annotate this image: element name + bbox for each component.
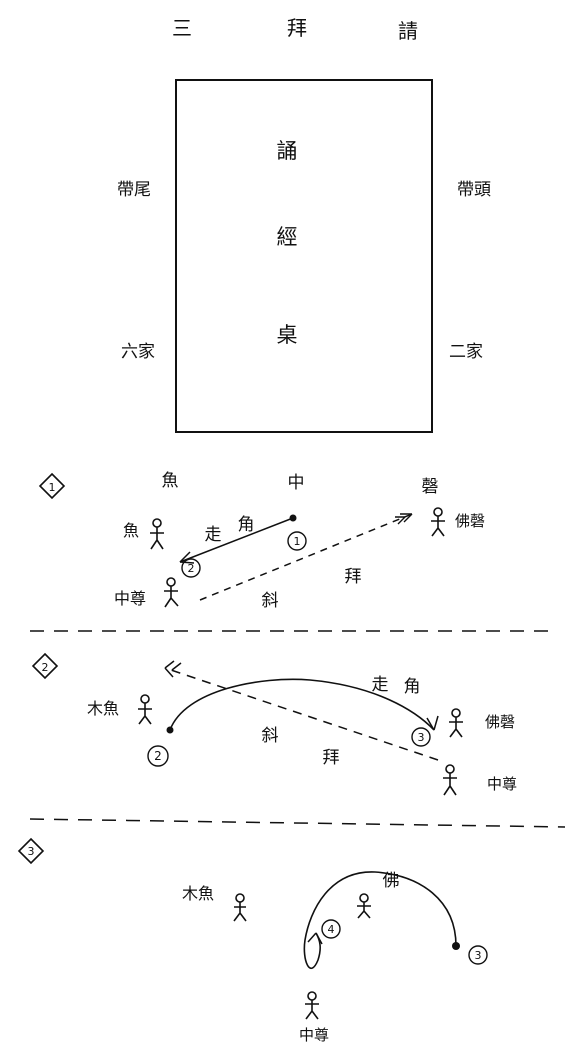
step3-start-dot	[452, 942, 460, 950]
svg-text:2: 2	[42, 661, 49, 674]
step2-zhongzun-figure	[443, 764, 457, 796]
step1-point-2: 2	[181, 558, 201, 578]
step3-point-4: 4	[321, 919, 341, 939]
step2-point-3: 3	[411, 727, 431, 747]
step1-bell-label: 磬	[422, 477, 439, 497]
step3-walk-arc	[303, 871, 457, 969]
step1-bell-person-label: 佛磬	[455, 512, 485, 530]
title-char-1: 三	[172, 16, 192, 40]
step1-fish-label: 魚	[162, 471, 179, 491]
step2-bow-label: 拜	[323, 748, 340, 768]
table-label-char-2: 經	[277, 225, 298, 249]
svg-text:2: 2	[154, 749, 162, 763]
svg-text:1: 1	[294, 535, 301, 548]
step2-walk-arrowhead	[426, 715, 439, 731]
step1-diagonal-bow-arrow	[199, 513, 413, 601]
step2-muyu-label: 木魚	[87, 699, 119, 718]
step1-muyu-person-figure	[150, 518, 164, 550]
step1-muyu-person-label: 魚	[123, 521, 139, 540]
step2-point-2: 2	[147, 745, 169, 767]
step2-walk-arc	[169, 678, 435, 731]
sutra-table	[175, 79, 433, 433]
step2-diagonal-bow-arrow	[164, 667, 439, 761]
svg-text:3: 3	[28, 845, 35, 858]
step2-bell-person-label: 佛磬	[485, 713, 515, 731]
label-left-bottom: 六家	[121, 342, 155, 362]
step-3-marker: 3	[17, 837, 45, 865]
step3-walk-arrowhead	[307, 932, 323, 945]
step3-buddha-label: 佛	[383, 871, 400, 891]
step1-zhongzun-label: 中尊	[114, 589, 146, 608]
label-right-top: 帶頭	[457, 180, 491, 200]
svg-text:2: 2	[188, 562, 195, 575]
step1-walk-arrow	[179, 517, 294, 563]
step2-muyu-figure	[138, 694, 152, 725]
svg-text:4: 4	[328, 923, 335, 936]
step1-walk-arrowhead	[179, 551, 195, 564]
title-char-2: 拜	[287, 16, 307, 40]
table-label-char-1: 誦	[277, 139, 298, 163]
step3-point-3: 3	[468, 945, 488, 965]
label-right-bottom: 二家	[449, 342, 483, 362]
step3-buddha-figure	[357, 893, 371, 919]
step1-walk-label-2: 角	[238, 515, 255, 535]
step1-walk-label: 走	[205, 525, 222, 545]
step1-center-label: 中	[288, 473, 305, 493]
step2-walk-label: 走	[372, 675, 389, 695]
step1-zhongzun-figure	[164, 577, 179, 608]
step-1-marker: 1	[38, 472, 66, 500]
step2-zhongzun-label: 中尊	[487, 775, 517, 793]
step3-zhongzun-figure	[305, 991, 319, 1020]
section-divider-2	[29, 818, 566, 828]
step2-bell-person-figure	[449, 708, 463, 738]
step1-diagonal-arrowhead	[395, 513, 413, 525]
step2-walk-label-2: 角	[404, 677, 421, 697]
title-char-3: 請	[398, 19, 418, 43]
svg-text:1: 1	[49, 481, 56, 494]
step3-muyu-figure	[233, 893, 247, 922]
step2-diagonal-arrowhead	[164, 660, 182, 678]
step1-point-1: 1	[287, 531, 307, 551]
step1-bow-label: 拜	[345, 567, 362, 587]
step1-diag-label: 斜	[262, 591, 279, 611]
step2-diag-label: 斜	[262, 726, 279, 746]
label-left-top: 帶尾	[117, 180, 151, 200]
step3-muyu-label: 木魚	[182, 884, 214, 903]
step1-bell-person-figure	[431, 507, 445, 537]
svg-text:3: 3	[475, 949, 482, 962]
step-2-marker: 2	[31, 652, 59, 680]
svg-text:3: 3	[418, 731, 425, 744]
step3-zhongzun-label: 中尊	[299, 1026, 329, 1044]
table-label-char-3: 桌	[277, 323, 298, 347]
